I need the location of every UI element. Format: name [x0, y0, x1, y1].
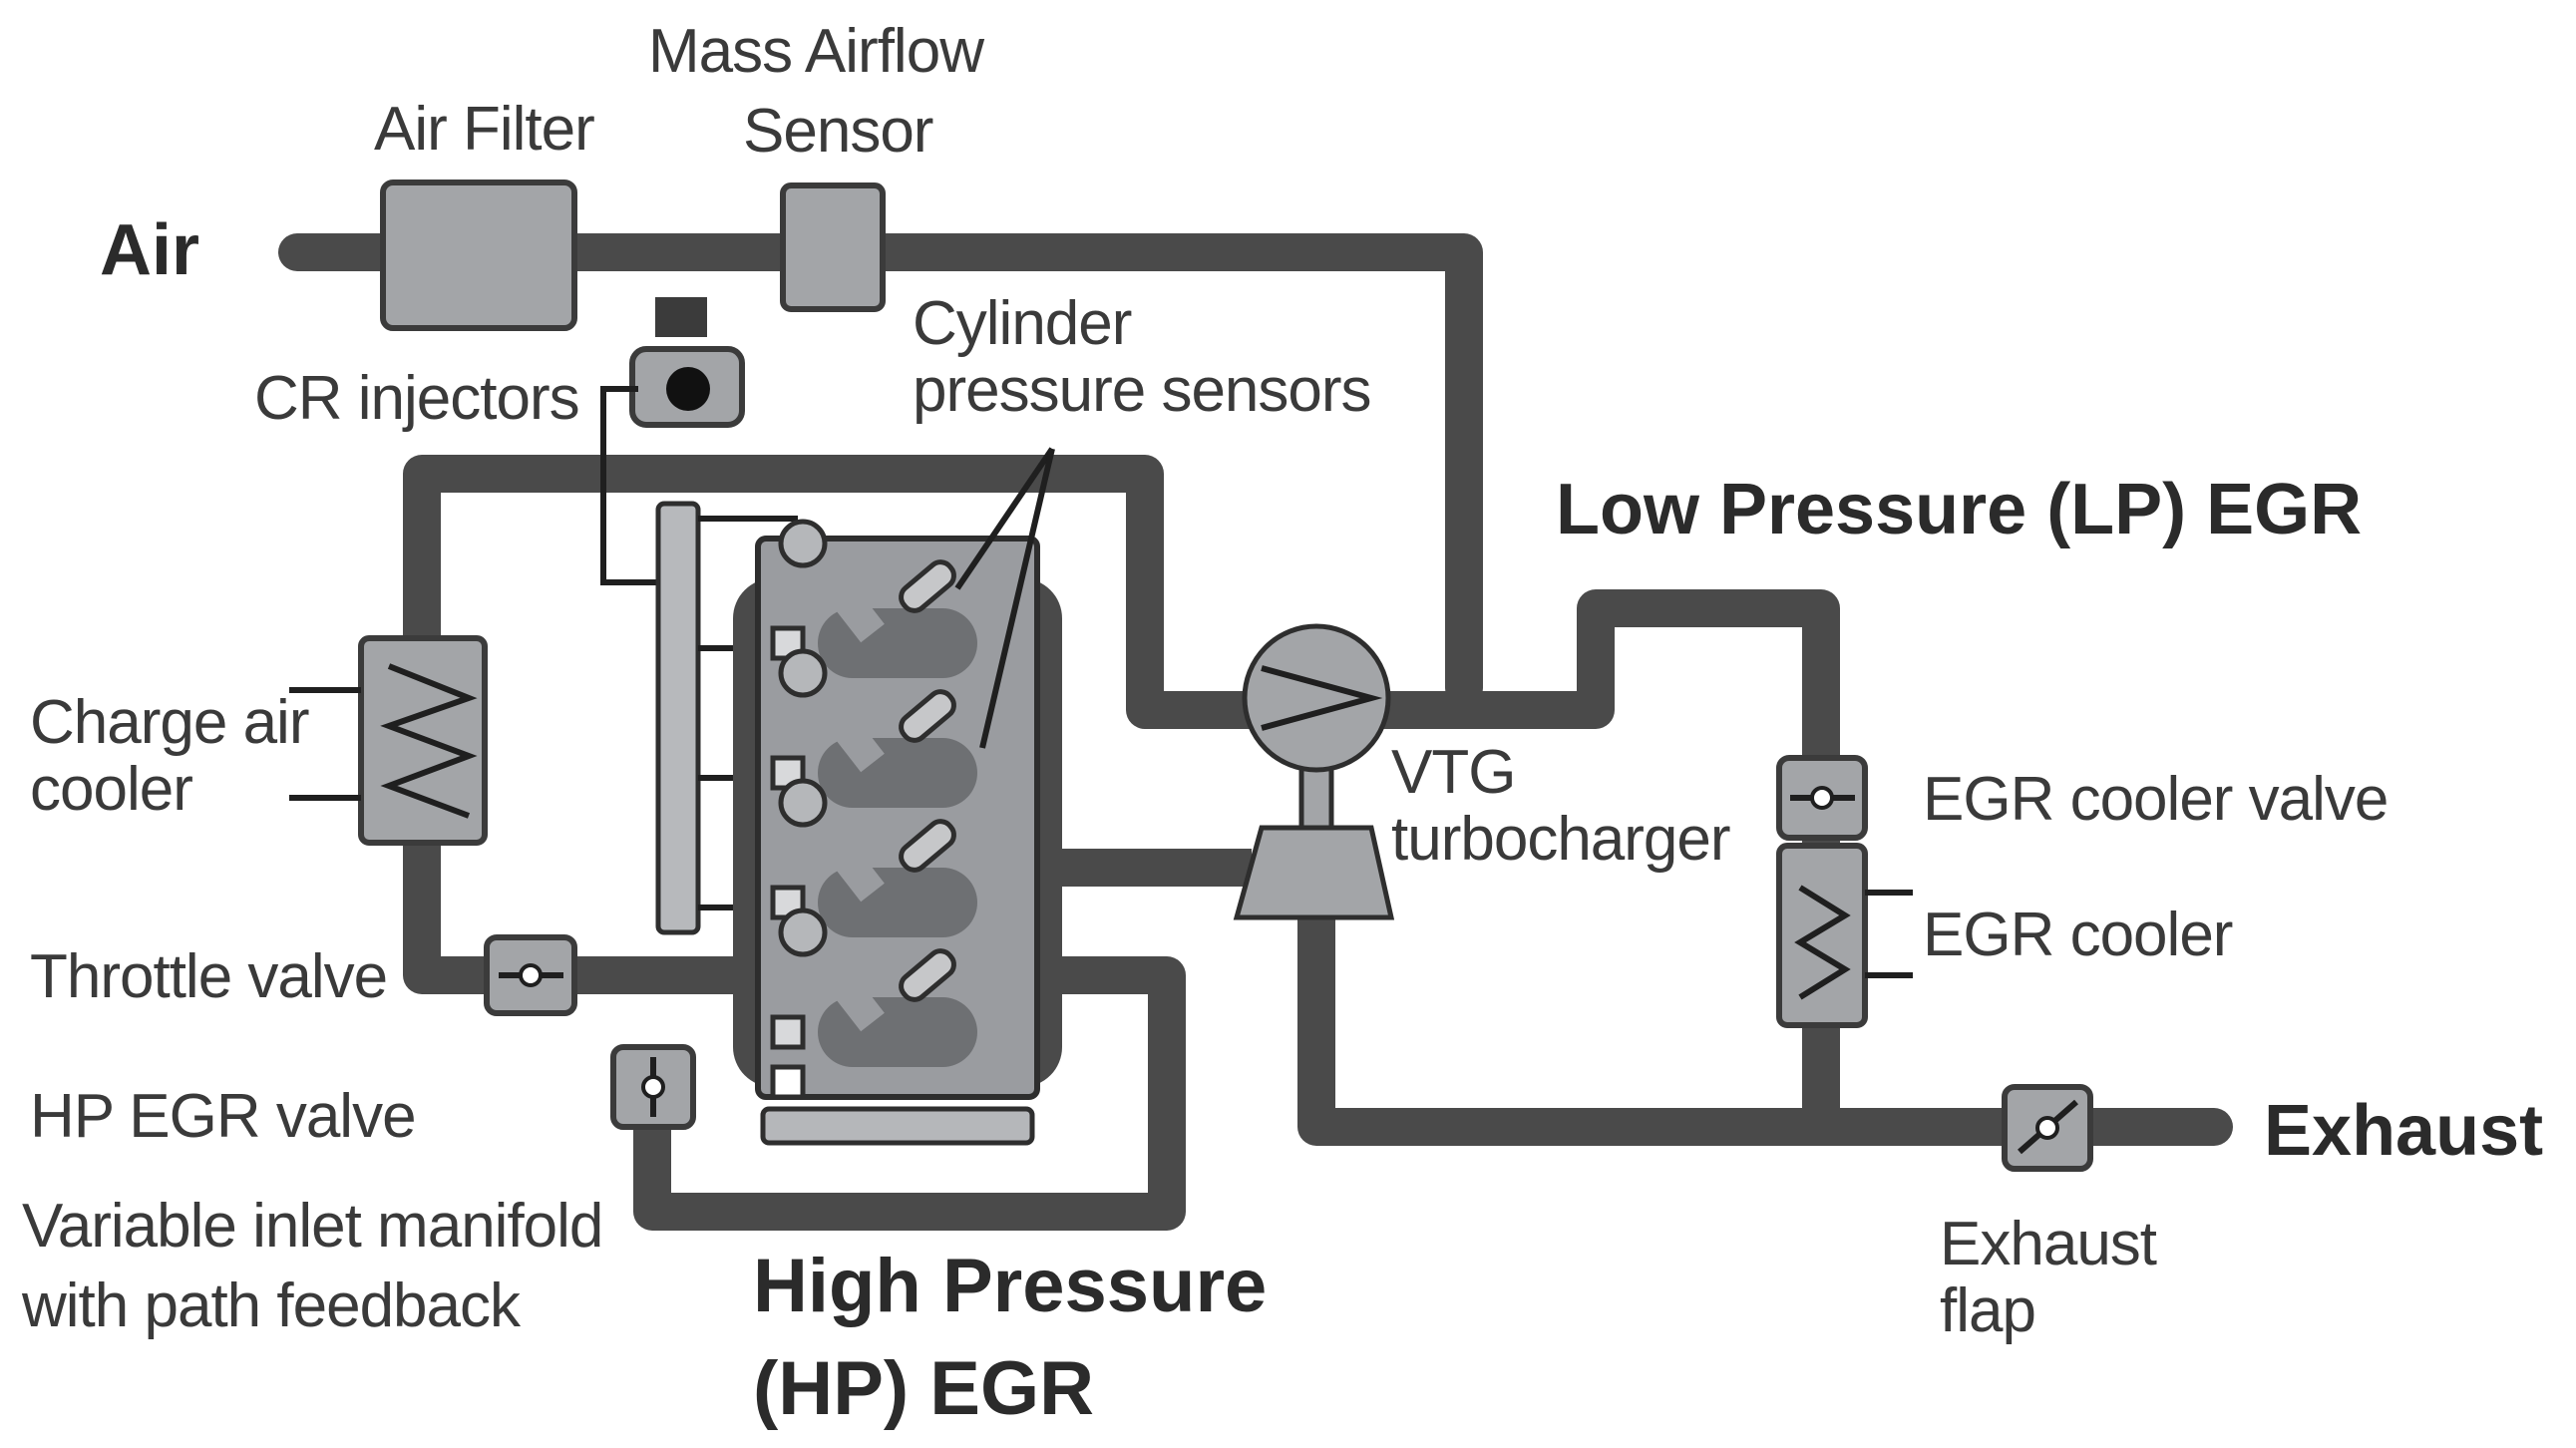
maf-label-line1: Mass Airflow — [648, 17, 984, 86]
throttle-valve — [484, 934, 577, 1016]
vtg-label-line2: turbocharger — [1391, 805, 1730, 874]
cylinder-sensors-label-line1: Cylinder — [913, 289, 1132, 358]
air-filter — [380, 180, 577, 331]
air-filter-label: Air Filter — [374, 95, 594, 164]
cr-injector-symbol — [600, 297, 745, 585]
cylinder-sensors-label-line2: pressure sensors — [913, 356, 1371, 425]
hp-egr-valve-label: HP EGR valve — [30, 1082, 416, 1151]
charge-air-pipe — [403, 455, 1287, 994]
exhaust-pipe — [1297, 884, 2233, 1146]
variable-inlet-manifold-label-line2: with path feedback — [21, 1271, 522, 1340]
charge-air-cooler — [289, 635, 488, 846]
air-label: Air — [100, 210, 199, 290]
charge-air-cooler-label-line1: Charge air — [30, 688, 309, 757]
hp-egr-label-line1: High Pressure — [753, 1244, 1267, 1328]
exhaust-flap — [2002, 1084, 2093, 1172]
exhaust-label: Exhaust — [2264, 1091, 2543, 1171]
charge-air-cooler-label-line2: cooler — [30, 755, 192, 824]
air-intake-pipe — [278, 233, 1483, 707]
exhaust-flap-label-line2: flap — [1940, 1276, 2035, 1345]
fuel-rail — [655, 501, 701, 935]
engine-block — [733, 519, 1062, 1146]
vtg-label-line1: VTG — [1391, 738, 1515, 807]
egr-cooler-valve-label: EGR cooler valve — [1923, 765, 2388, 834]
cylinder-sensor-leaders — [954, 447, 1055, 749]
exhaust-flap-label-line1: Exhaust — [1940, 1210, 2157, 1278]
labels: Air Air Filter Mass Airflow Sensor CR in… — [21, 17, 2543, 1431]
hp-egr-label-line2: (HP) EGR — [753, 1346, 1094, 1431]
egr-cooler-label: EGR cooler — [1923, 901, 2233, 969]
throttle-valve-label: Throttle valve — [30, 942, 387, 1011]
mass-airflow-sensor — [780, 182, 886, 312]
hp-egr-valve — [610, 1044, 696, 1130]
cr-injectors-label: CR injectors — [254, 364, 579, 433]
egr-cooler — [1776, 843, 1913, 1028]
variable-inlet-manifold-label-line1: Variable inlet manifold — [22, 1192, 602, 1261]
lp-egr-label: Low Pressure (LP) EGR — [1556, 470, 2362, 549]
maf-label-line2: Sensor — [743, 97, 933, 166]
egr-cooler-valve — [1776, 755, 1868, 841]
vtg-turbocharger — [1233, 623, 1395, 920]
